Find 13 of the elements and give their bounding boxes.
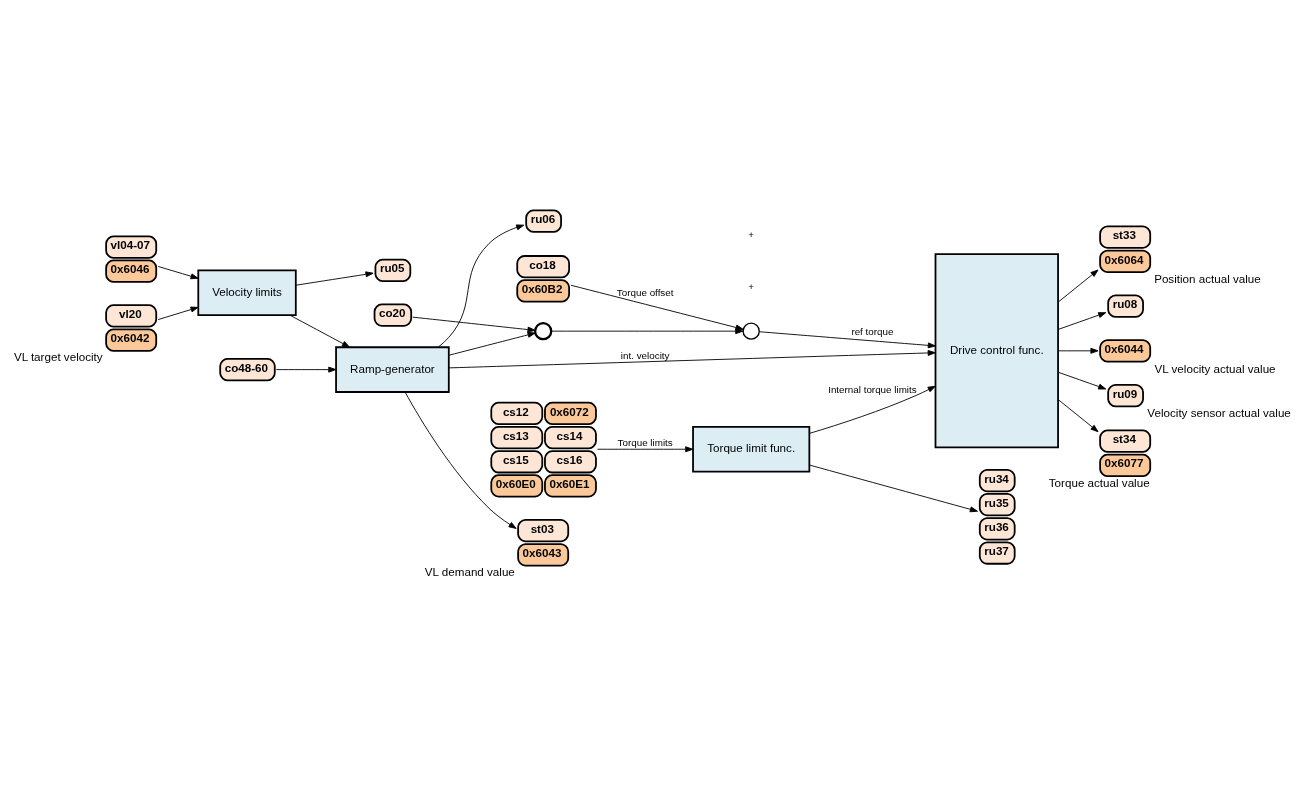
edge-label: Torque offset — [616, 287, 674, 299]
node-label: VL target velocity — [13, 350, 103, 364]
node-label: Position actual value — [1154, 271, 1261, 285]
edge-label: int. velocity — [620, 349, 670, 361]
label: + — [748, 228, 755, 240]
edge-label: Torque limits — [617, 437, 673, 449]
node-label: Torque actual value — [1048, 475, 1150, 489]
node-label: VL demand value — [424, 565, 515, 579]
node-label: VL velocity actual value — [1154, 361, 1276, 375]
label: + — [748, 280, 755, 292]
edge-label: Internal torque limits — [828, 383, 917, 395]
node-label: Velocity sensor actual value — [1147, 406, 1291, 420]
edge-label: ref torque — [851, 326, 894, 338]
